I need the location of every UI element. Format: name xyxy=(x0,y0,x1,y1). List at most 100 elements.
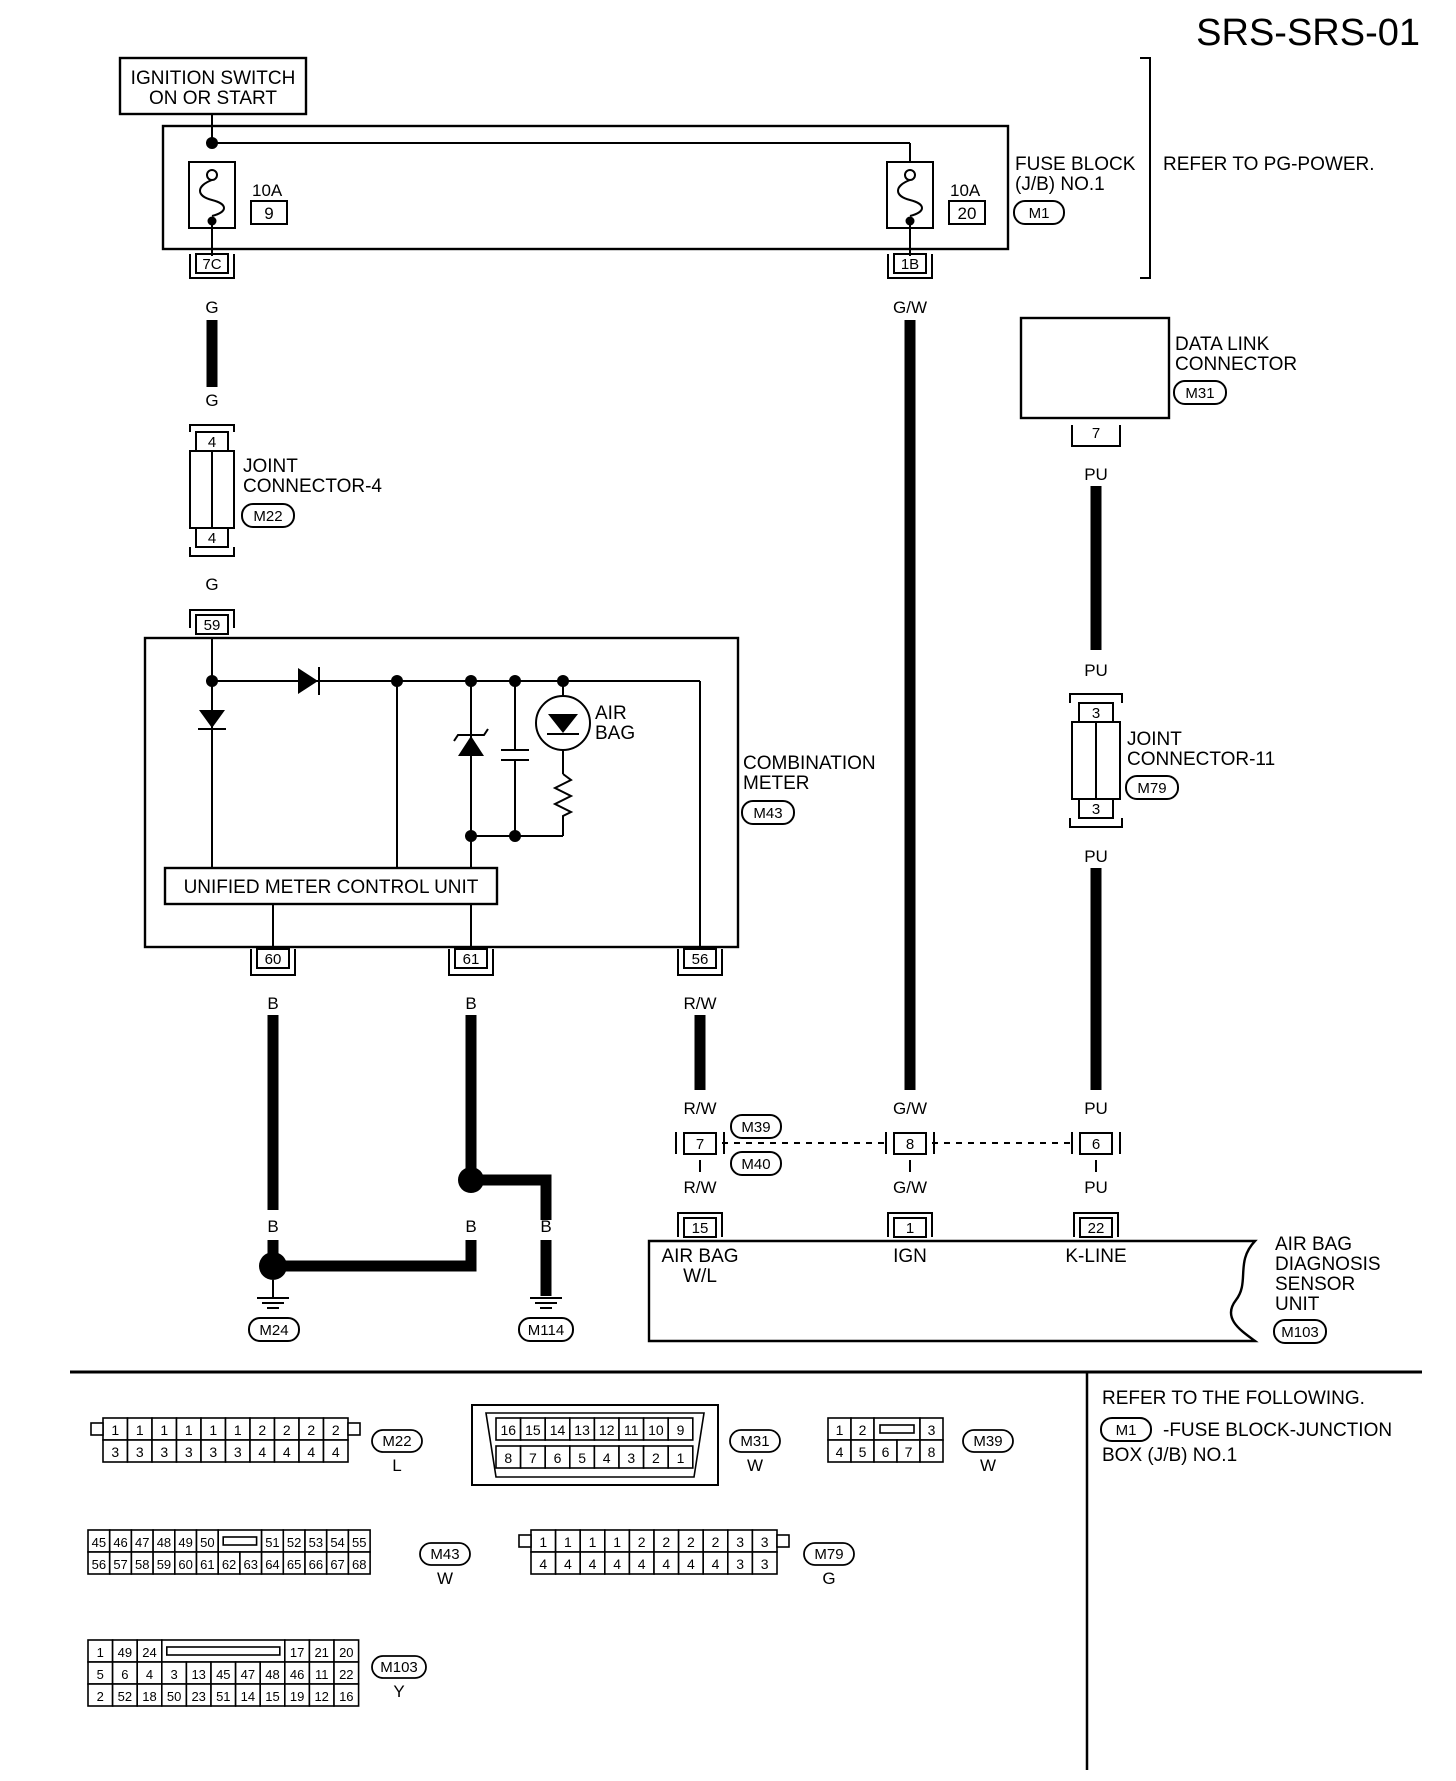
joint11-pin-bot: 3 xyxy=(1092,801,1100,818)
connector-pin-label: 11 xyxy=(315,1667,329,1682)
connector-pin-label: 2 xyxy=(712,1534,720,1550)
inline-pin-3: 6 xyxy=(1092,1136,1100,1153)
wire-color-b: B xyxy=(540,1217,551,1236)
wire-color-b: B xyxy=(267,1217,278,1236)
connector-pin-label: 15 xyxy=(525,1422,541,1438)
fuse-block: 10A 9 10A 20 FUSE BLOCK (J/B) NO.1 M1 RE… xyxy=(161,57,1375,279)
connector-tag: M22 xyxy=(382,1433,411,1450)
connector-tag: M31 xyxy=(740,1433,769,1450)
wire-color-g: G xyxy=(205,298,218,317)
connector-pin-label: 50 xyxy=(167,1689,181,1704)
connector-pin-label: 2 xyxy=(258,1422,266,1438)
zener-diode-icon xyxy=(458,736,484,756)
connector-pin-label: 58 xyxy=(135,1557,149,1572)
connector-pin-label: 52 xyxy=(118,1689,132,1704)
connector-pin-label: 3 xyxy=(209,1444,217,1460)
page-id: SRS-SRS-01 xyxy=(1196,12,1420,54)
joint4-pin-bot: 4 xyxy=(208,530,216,547)
connector-pin-label: 4 xyxy=(283,1444,291,1460)
connector-tag: M79 xyxy=(814,1546,843,1563)
dlc-label-2: CONNECTOR xyxy=(1175,354,1297,375)
connector-pin-label: 1 xyxy=(111,1422,119,1438)
sensor-pin-label-ign: IGN xyxy=(893,1246,927,1267)
dlc-pin: 7 xyxy=(1092,425,1100,442)
data-link-connector: DATA LINK CONNECTOR M31 7 xyxy=(1019,316,1297,447)
connector-pin-label: 3 xyxy=(736,1556,744,1572)
sensor-label-4: UNIT xyxy=(1275,1294,1320,1315)
connector-color: Y xyxy=(393,1682,404,1701)
connector-pin-label: 14 xyxy=(241,1689,255,1704)
connector-pin-label: 1 xyxy=(677,1450,685,1466)
joint11-label-2: CONNECTOR-11 xyxy=(1127,749,1275,770)
connector-pin-label: 4 xyxy=(712,1556,720,1572)
connector-pin-label: 3 xyxy=(627,1450,635,1466)
connector-pin-label: 3 xyxy=(761,1556,769,1572)
fuse-right-amp: 10A xyxy=(950,181,981,200)
wire-color-rw: R/W xyxy=(683,1178,716,1197)
connector-pin-label: 17 xyxy=(290,1645,304,1660)
ground-m114: M114 xyxy=(518,1297,574,1342)
connector-pin-label: 4 xyxy=(589,1556,597,1572)
connector-pin-label: 22 xyxy=(339,1667,353,1682)
joint4-label-1: JOINT xyxy=(243,456,298,477)
connector-pin-label: 12 xyxy=(314,1689,328,1704)
connector-pin-label: 3 xyxy=(928,1422,936,1438)
connector-pin-label: 24 xyxy=(142,1645,156,1660)
refer-desc-2: BOX (J/B) NO.1 xyxy=(1102,1445,1237,1466)
air-bag-lamp-label-1: AIR xyxy=(595,703,627,724)
connector-pin-label: 4 xyxy=(307,1444,315,1460)
meter-pin-in: 59 xyxy=(204,617,221,634)
meter-label-1: COMBINATION xyxy=(743,753,876,774)
fuse-block-conn: M1 xyxy=(1029,205,1050,222)
connector-pin-label: 8 xyxy=(504,1450,512,1466)
connector-pin-label: 1 xyxy=(234,1422,242,1438)
connector-pin-label: 62 xyxy=(222,1557,236,1572)
joint4-pin-top: 4 xyxy=(208,434,216,451)
connector-pin-label: 23 xyxy=(191,1689,205,1704)
connector-pin-label: 4 xyxy=(687,1556,695,1572)
connector-pin-label: 3 xyxy=(185,1444,193,1460)
connector-pin-label: 49 xyxy=(118,1645,132,1660)
connector-pin-label: 1 xyxy=(136,1422,144,1438)
fuse-left-amp: 10A xyxy=(252,181,283,200)
connector-pin-label: 48 xyxy=(265,1667,279,1682)
ground-conn-m24: M24 xyxy=(259,1322,288,1339)
connector-pin-label: 2 xyxy=(859,1422,867,1438)
connector-pin-label: 46 xyxy=(113,1535,127,1550)
connector-pin-label: 13 xyxy=(191,1667,205,1682)
connector-pin-label: 8 xyxy=(928,1444,936,1460)
connector-pin-label: 4 xyxy=(603,1450,611,1466)
inline-connector-m39-m40: M39 M40 7 8 6 xyxy=(675,1114,1121,1176)
connector-color: G xyxy=(822,1569,835,1588)
wire-color-pu: PU xyxy=(1084,1178,1108,1197)
meter-conn: M43 xyxy=(753,805,782,822)
sensor-pin-1: 1 xyxy=(906,1220,914,1237)
connector-pin-label: 1 xyxy=(564,1534,572,1550)
meter-pin-c: 56 xyxy=(692,951,709,968)
connector-pin-label: 2 xyxy=(307,1422,315,1438)
connector-pin-label: 15 xyxy=(265,1689,279,1704)
connector-pin-label: 2 xyxy=(283,1422,291,1438)
connector-pin-label: 2 xyxy=(662,1534,670,1550)
connector-pin-label: 45 xyxy=(216,1667,230,1682)
joint11-conn: M79 xyxy=(1137,780,1166,797)
connector-pin-label: 21 xyxy=(314,1645,328,1660)
connector-pin-label: 20 xyxy=(339,1645,353,1660)
ground-m24: M24 xyxy=(248,1280,300,1342)
connector-pin-label: 59 xyxy=(157,1557,171,1572)
connector-pin-label: 52 xyxy=(287,1535,301,1550)
connector-pin-label: 61 xyxy=(200,1557,214,1572)
diode-icon xyxy=(298,668,318,694)
inline-pin-2: 8 xyxy=(906,1136,914,1153)
connector-pin-label: 51 xyxy=(265,1535,279,1550)
connector-color: W xyxy=(980,1456,996,1475)
inline-pin-1: 7 xyxy=(696,1136,704,1153)
fuse-right-num: 20 xyxy=(958,204,977,223)
connector-tag: M103 xyxy=(380,1659,418,1676)
sensor-label-3: SENSOR xyxy=(1275,1274,1355,1295)
connector-pin-label: 16 xyxy=(501,1422,517,1438)
